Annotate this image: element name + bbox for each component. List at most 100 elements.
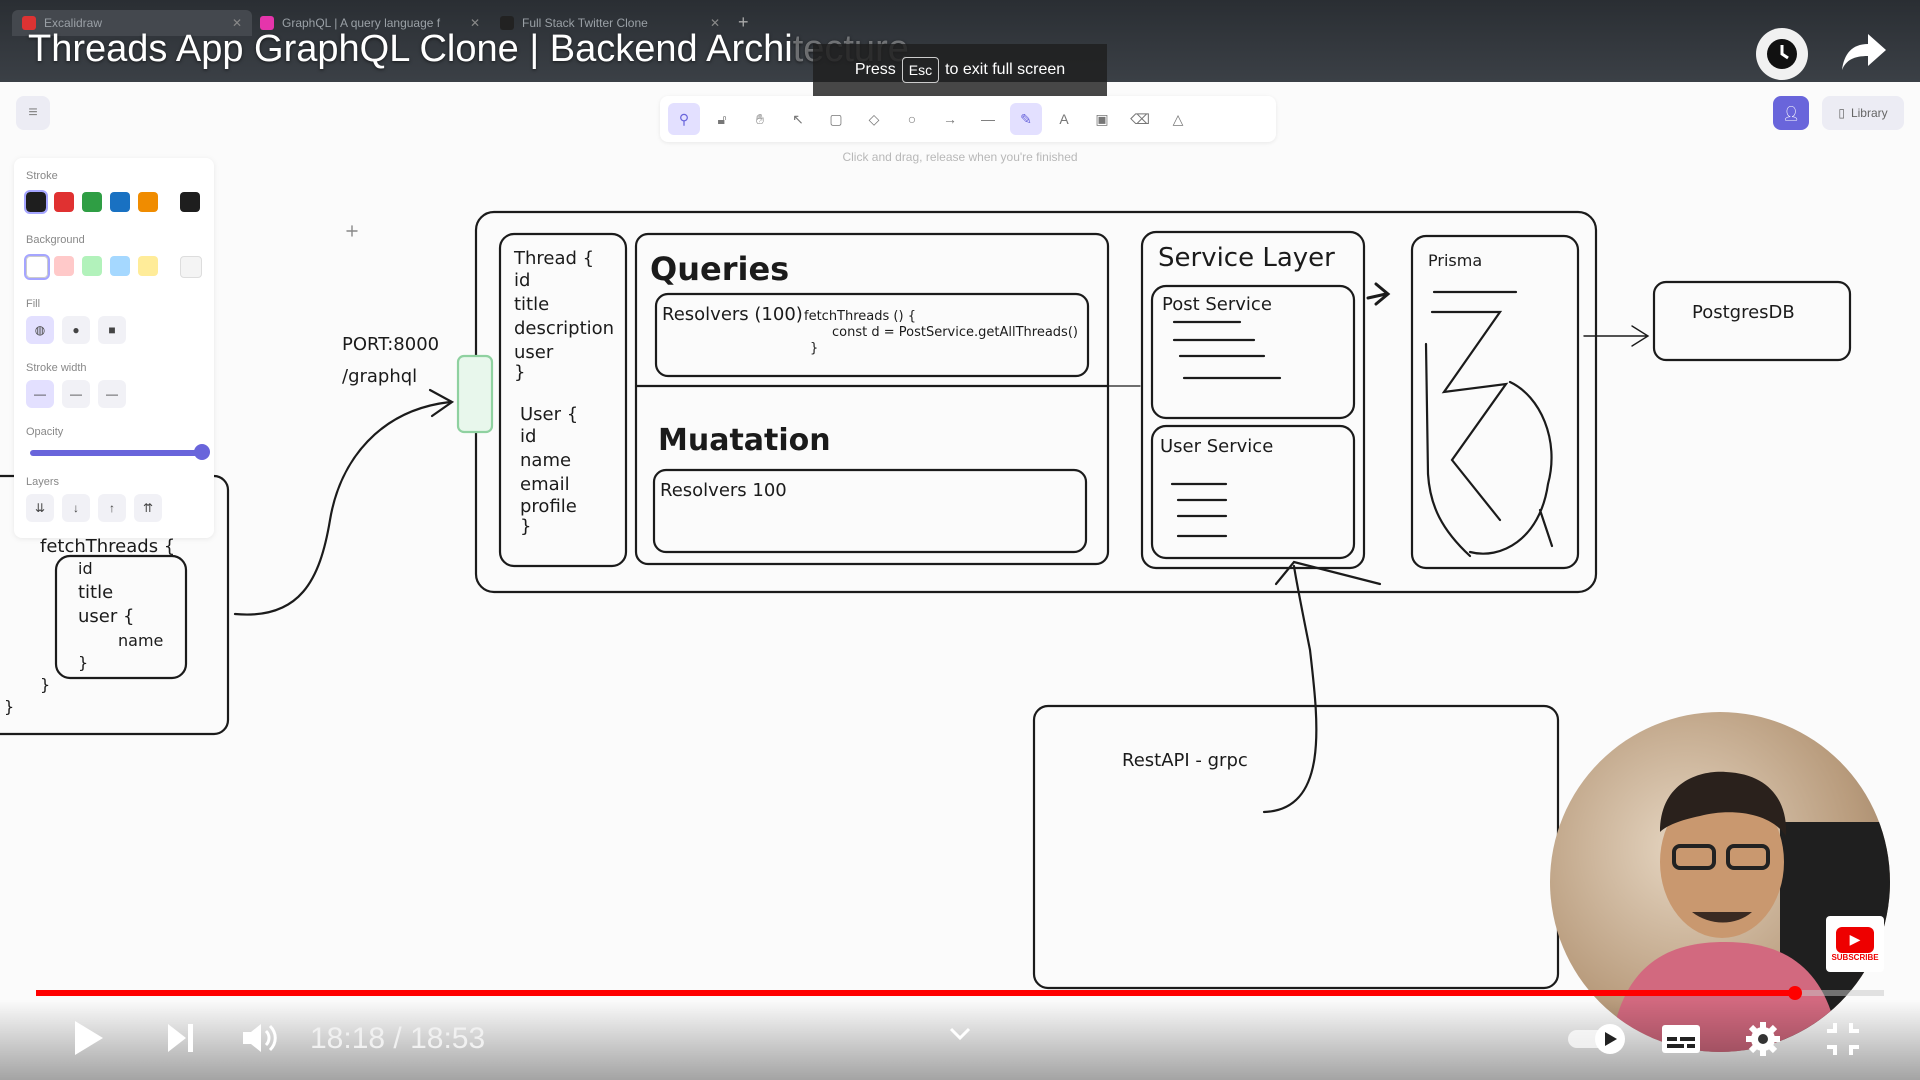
selection-tool-icon[interactable]: ↖ bbox=[792, 110, 804, 127]
stroke-swatch-green[interactable] bbox=[82, 192, 102, 212]
fullscreen-hint: Press Esc to exit full screen bbox=[813, 44, 1107, 96]
tab-label: Excalidraw bbox=[44, 16, 103, 30]
stroke-swatch-blue[interactable] bbox=[110, 192, 130, 212]
bg-swatch-blue[interactable] bbox=[110, 256, 130, 276]
opacity-label: Opacity bbox=[26, 426, 64, 438]
type-defs-box[interactable] bbox=[498, 232, 628, 568]
bg-swatch-transparent[interactable] bbox=[24, 254, 50, 280]
volume-button[interactable] bbox=[238, 1018, 282, 1058]
subtitles-button[interactable] bbox=[1658, 1020, 1704, 1058]
play-button[interactable] bbox=[66, 1016, 110, 1060]
main-menu-button[interactable]: ≡ bbox=[16, 96, 50, 130]
prisma-to-db-arrow bbox=[1583, 325, 1650, 347]
autoplay-toggle[interactable] bbox=[1566, 1022, 1630, 1056]
prisma-box[interactable] bbox=[1410, 234, 1580, 570]
service-layer-box[interactable] bbox=[1140, 230, 1366, 570]
draw-tool-icon[interactable]: ✎ bbox=[1010, 103, 1042, 135]
progress-scrubber[interactable] bbox=[1788, 986, 1803, 1000]
resolvers-box[interactable] bbox=[634, 232, 1110, 566]
arrow-tool-icon[interactable]: → bbox=[943, 111, 957, 127]
progress-bar[interactable] bbox=[36, 986, 1884, 1000]
lock-icon[interactable]: 🔓︎ bbox=[717, 110, 727, 127]
fill-crosshatch-icon[interactable]: ● bbox=[62, 316, 90, 344]
youtube-logo-icon: ▶ bbox=[1836, 926, 1874, 953]
more-tools-icon[interactable]: △ bbox=[1172, 110, 1184, 127]
endpoint-label: /graphql bbox=[342, 366, 417, 387]
queries-resolver-box[interactable] bbox=[654, 292, 1090, 378]
send-backward-icon[interactable]: ↓ bbox=[62, 494, 90, 522]
chapters-toggle[interactable] bbox=[944, 1020, 976, 1048]
subscribe-label: SUBSCRIBE bbox=[1831, 952, 1879, 962]
send-to-back-icon[interactable]: ⇊ bbox=[26, 494, 54, 522]
user-service-box[interactable] bbox=[1150, 424, 1356, 560]
close-tab-icon[interactable]: ✕ bbox=[709, 16, 720, 30]
post-service-label: Post Service bbox=[1162, 294, 1272, 315]
postgres-box[interactable] bbox=[1652, 280, 1852, 362]
exit-fullscreen-button[interactable] bbox=[1822, 1018, 1864, 1060]
browser-tab[interactable]: GraphQL | A query language f ✕ bbox=[250, 10, 490, 36]
share-video-button[interactable] bbox=[1840, 30, 1888, 79]
post-service-box[interactable] bbox=[1150, 284, 1356, 420]
close-tab-icon[interactable]: ✕ bbox=[469, 16, 480, 30]
client-inner-box[interactable] bbox=[54, 554, 188, 680]
close-tab-icon[interactable]: ✕ bbox=[231, 16, 242, 30]
browser-tab[interactable]: Full Stack Twitter Clone ✕ bbox=[490, 10, 730, 36]
stroke-bold-icon[interactable]: — bbox=[62, 380, 90, 408]
image-tool-icon[interactable]: ▣ bbox=[1095, 110, 1109, 127]
eraser-tool-icon[interactable]: ⌫ bbox=[1130, 110, 1150, 127]
library-button[interactable]: ▯Library bbox=[1822, 96, 1904, 130]
service-to-prisma-arrow bbox=[1366, 282, 1391, 306]
next-button[interactable] bbox=[160, 1018, 200, 1058]
line-tool-icon[interactable]: — bbox=[981, 111, 995, 127]
port-label: PORT:8000 bbox=[342, 334, 439, 355]
gear-icon bbox=[1746, 1022, 1780, 1056]
opacity-slider-thumb[interactable] bbox=[194, 444, 210, 460]
browser-tab[interactable]: Excalidraw ✕ bbox=[12, 10, 252, 36]
bg-current-color[interactable] bbox=[180, 256, 202, 278]
settings-button[interactable] bbox=[1742, 1018, 1784, 1060]
autoplay-icon bbox=[1568, 1024, 1625, 1054]
progress-bar-played bbox=[36, 990, 1796, 996]
stroke-current-color[interactable] bbox=[180, 192, 200, 212]
stroke-swatch-red[interactable] bbox=[54, 192, 74, 212]
text-tool-icon[interactable]: A bbox=[1059, 111, 1069, 127]
mutation-resolver-label: Resolvers 100 bbox=[660, 480, 787, 501]
hand-tool-icon[interactable]: ✋︎ bbox=[756, 110, 764, 127]
exit-fullscreen-icon bbox=[1827, 1023, 1859, 1055]
mutation-resolver-box[interactable] bbox=[652, 468, 1088, 554]
lock-tool-icon[interactable]: ⚲ bbox=[668, 103, 700, 135]
bg-swatch-pink[interactable] bbox=[54, 256, 74, 276]
fill-solid-icon[interactable]: ■ bbox=[98, 316, 126, 344]
excalidraw-favicon bbox=[22, 16, 36, 30]
prisma-scribble bbox=[1424, 290, 1554, 558]
stroke-swatch-black[interactable] bbox=[24, 190, 48, 214]
watch-later-button[interactable] bbox=[1756, 28, 1808, 80]
rectangle-tool-icon[interactable]: ▢ bbox=[829, 110, 843, 127]
stroke-swatch-orange[interactable] bbox=[138, 192, 158, 212]
client-arrowhead bbox=[428, 388, 455, 418]
new-tab-icon[interactable]: + bbox=[738, 12, 749, 32]
user-service-lines bbox=[1170, 482, 1228, 538]
ellipse-tool-icon[interactable]: ○ bbox=[907, 111, 917, 127]
bg-swatch-green[interactable] bbox=[82, 256, 102, 276]
collaborate-button[interactable]: 👤︎ bbox=[1773, 96, 1809, 130]
bg-swatch-yellow[interactable] bbox=[138, 256, 158, 276]
bring-forward-icon[interactable]: ↑ bbox=[98, 494, 126, 522]
stroke-thin-icon[interactable]: — bbox=[26, 380, 54, 408]
endpoint-marker[interactable] bbox=[456, 354, 494, 434]
queries-code-line: } bbox=[810, 341, 818, 356]
post-service-lines bbox=[1172, 320, 1282, 380]
video-title[interactable]: Threads App GraphQL Clone | Backend Arch… bbox=[28, 28, 909, 71]
share-arrow-icon bbox=[1842, 34, 1886, 70]
library-label: Library bbox=[1850, 106, 1888, 120]
fill-hachure-icon[interactable]: ◍ bbox=[26, 316, 54, 344]
client-query-line: id bbox=[78, 559, 93, 578]
opacity-slider[interactable] bbox=[30, 450, 200, 456]
rest-to-service-arrow bbox=[1262, 564, 1318, 814]
stroke-extra-bold-icon[interactable]: — bbox=[98, 380, 126, 408]
subscribe-badge[interactable]: ▶ SUBSCRIBE bbox=[1826, 916, 1884, 972]
rest-api-box[interactable] bbox=[1032, 704, 1560, 990]
diamond-tool-icon[interactable]: ◇ bbox=[868, 110, 880, 127]
bring-to-front-icon[interactable]: ⇈ bbox=[134, 494, 162, 522]
